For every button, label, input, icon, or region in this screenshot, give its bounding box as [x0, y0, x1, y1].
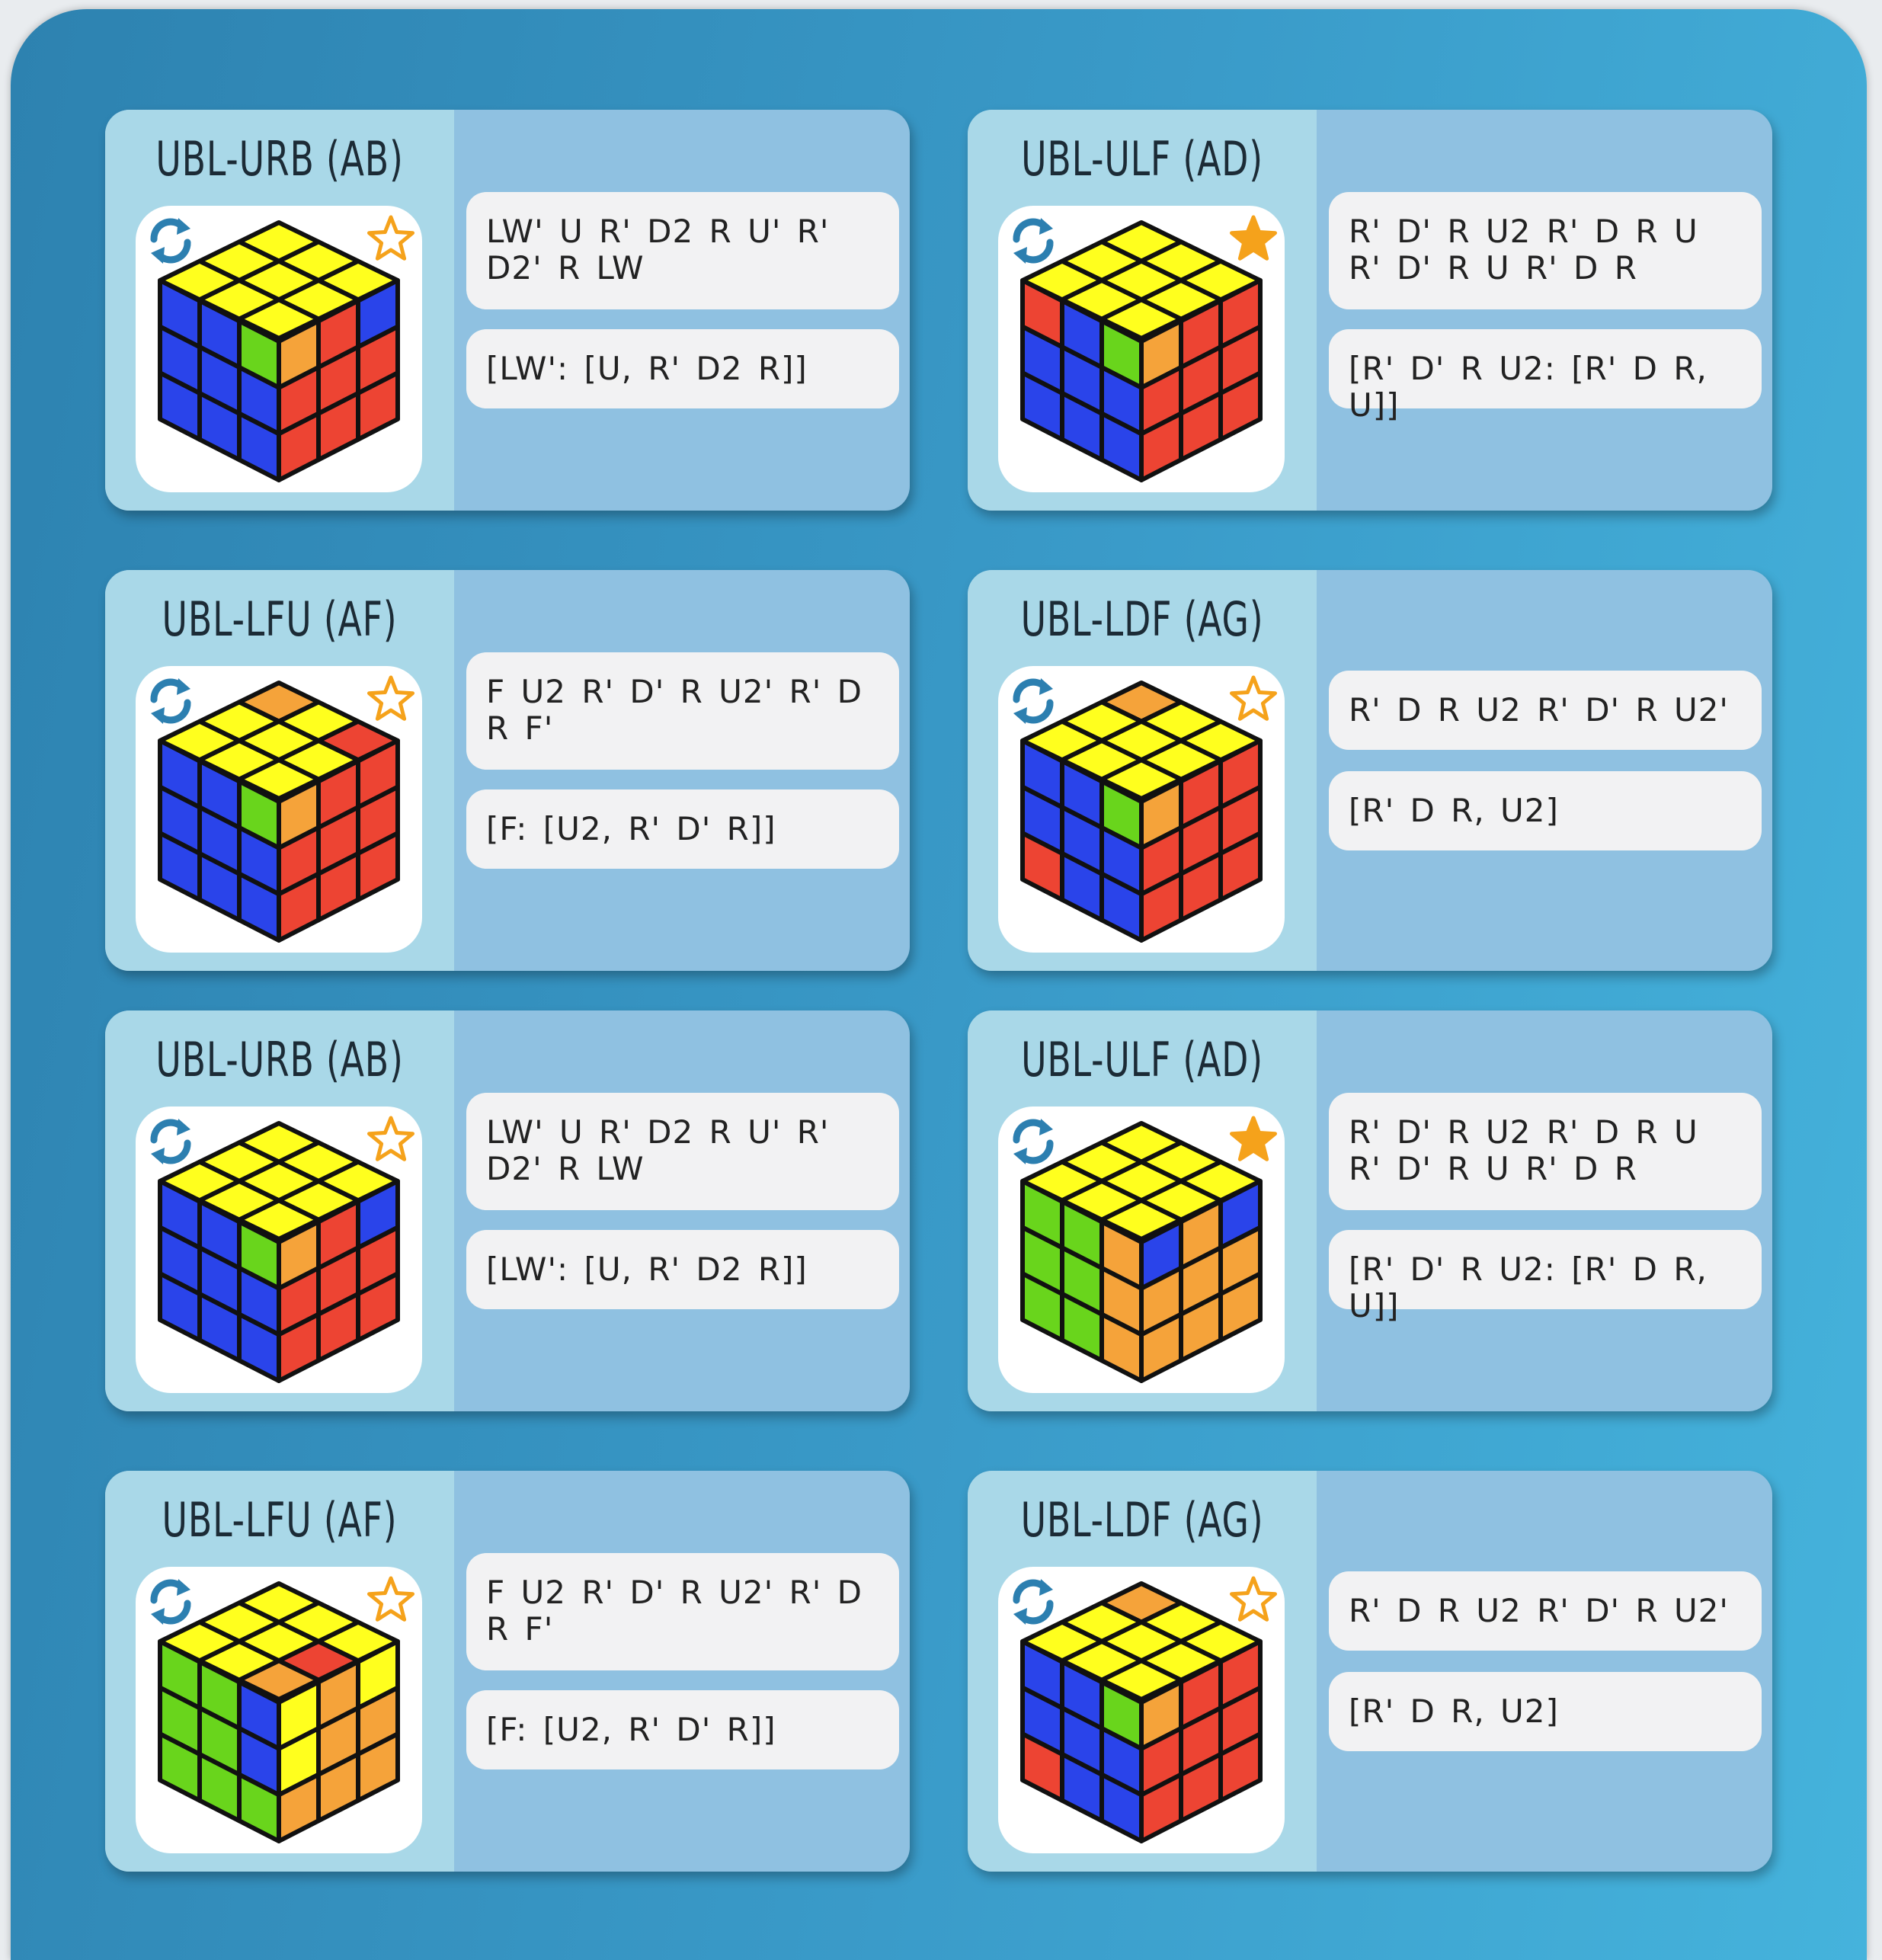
cube-diagram [1020, 220, 1263, 482]
refresh-icon[interactable] [143, 213, 198, 268]
right-sticker [356, 831, 400, 902]
alg-card: UBL-ULF (AD) R' D' R U2 R' D R U R' D' R… [968, 1010, 1772, 1411]
favorite-star-icon[interactable] [1227, 672, 1280, 725]
alg-card: UBL-LFU (AF) F U2 R' D' R U2' R' D R F' … [105, 1471, 910, 1872]
case-title: UBL-LFU (AF) [162, 1492, 398, 1548]
right-sticker [1218, 1731, 1263, 1803]
case-title: UBL-LDF (AG) [1020, 1492, 1264, 1548]
card-left-pane: UBL-LFU (AF) [105, 1471, 454, 1872]
right-sticker [356, 1271, 400, 1343]
refresh-icon[interactable] [1006, 213, 1061, 268]
case-title: UBL-ULF (AD) [1021, 131, 1263, 187]
cube-diagram [158, 681, 400, 943]
main-panel: UBL-URB (AB) LW' U R' D2 R U' R' D2' R L… [11, 9, 1867, 1960]
algorithm-box[interactable]: R' D R U2 R' D' R U2' [1329, 1571, 1762, 1651]
case-title: UBL-ULF (AD) [1021, 1032, 1263, 1087]
case-title: UBL-URB (AB) [155, 131, 404, 187]
cube-preview [136, 1107, 422, 1393]
favorite-star-icon[interactable] [1227, 212, 1280, 265]
favorite-star-icon[interactable] [1227, 1113, 1280, 1166]
card-left-pane: UBL-ULF (AD) [968, 110, 1317, 511]
card-left-pane: UBL-LDF (AG) [968, 570, 1317, 971]
alg-card: UBL-LFU (AF) F U2 R' D' R U2' R' D R F' … [105, 570, 910, 971]
refresh-icon[interactable] [143, 674, 198, 729]
cube-preview [136, 206, 422, 492]
commutator-box[interactable]: [R' D R, U2] [1329, 771, 1762, 850]
alg-card: UBL-LDF (AG) R' D R U2 R' D' R U2' [R' D… [968, 570, 1772, 971]
favorite-star-icon[interactable] [1227, 1573, 1280, 1626]
alg-card: UBL-ULF (AD) R' D' R U2 R' D R U R' D' R… [968, 110, 1772, 511]
algorithm-box[interactable]: F U2 R' D' R U2' R' D R F' [466, 652, 899, 770]
right-sticker [1218, 370, 1263, 442]
cube-diagram [158, 1581, 400, 1843]
cube-diagram [158, 220, 400, 482]
algorithm-box[interactable]: R' D' R U2 R' D R U R' D' R U R' D R [1329, 192, 1762, 309]
favorite-star-icon[interactable] [364, 212, 418, 265]
algorithm-box[interactable]: LW' U R' D2 R U' R' D2' R LW [466, 192, 899, 309]
right-sticker [1218, 831, 1263, 902]
card-left-pane: UBL-LDF (AG) [968, 1471, 1317, 1872]
right-sticker [356, 370, 400, 442]
cube-diagram [1020, 1121, 1263, 1383]
case-title: UBL-LDF (AG) [1020, 591, 1264, 647]
case-title: UBL-URB (AB) [155, 1032, 404, 1087]
commutator-box[interactable]: [R' D R, U2] [1329, 1672, 1762, 1751]
algorithm-box[interactable]: R' D' R U2 R' D R U R' D' R U R' D R [1329, 1093, 1762, 1210]
commutator-box[interactable]: [LW': [U, R' D2 R]] [466, 1230, 899, 1309]
refresh-icon[interactable] [143, 1114, 198, 1169]
right-sticker [1218, 1271, 1263, 1343]
algorithm-box[interactable]: LW' U R' D2 R U' R' D2' R LW [466, 1093, 899, 1210]
commutator-box[interactable]: [R' D' R U2: [R' D R, U]] [1329, 329, 1762, 424]
refresh-icon[interactable] [1006, 674, 1061, 729]
alg-card: UBL-URB (AB) LW' U R' D2 R U' R' D2' R L… [105, 1010, 910, 1411]
favorite-star-icon[interactable] [364, 1113, 418, 1166]
right-sticker [356, 1731, 400, 1803]
alg-card: UBL-LDF (AG) R' D R U2 R' D' R U2' [R' D… [968, 1471, 1772, 1872]
cube-preview [998, 1567, 1285, 1853]
refresh-icon[interactable] [1006, 1574, 1061, 1629]
alg-card: UBL-URB (AB) LW' U R' D2 R U' R' D2' R L… [105, 110, 910, 511]
cube-preview [998, 666, 1285, 953]
cube-diagram [158, 1121, 400, 1383]
card-left-pane: UBL-URB (AB) [105, 1010, 454, 1411]
favorite-star-icon[interactable] [364, 672, 418, 725]
algorithm-box[interactable]: F U2 R' D' R U2' R' D R F' [466, 1553, 899, 1670]
commutator-box[interactable]: [F: [U2, R' D' R]] [466, 1690, 899, 1769]
cube-diagram [1020, 1581, 1263, 1843]
refresh-icon[interactable] [143, 1574, 198, 1629]
case-title: UBL-LFU (AF) [162, 591, 398, 647]
card-left-pane: UBL-URB (AB) [105, 110, 454, 511]
favorite-star-icon[interactable] [364, 1573, 418, 1626]
card-left-pane: UBL-LFU (AF) [105, 570, 454, 971]
cube-preview [136, 666, 422, 953]
card-left-pane: UBL-ULF (AD) [968, 1010, 1317, 1411]
commutator-box[interactable]: [F: [U2, R' D' R]] [466, 789, 899, 869]
algorithm-box[interactable]: R' D R U2 R' D' R U2' [1329, 671, 1762, 750]
cube-diagram [1020, 681, 1263, 943]
refresh-icon[interactable] [1006, 1114, 1061, 1169]
cube-preview [998, 206, 1285, 492]
commutator-box[interactable]: [LW': [U, R' D2 R]] [466, 329, 899, 408]
commutator-box[interactable]: [R' D' R U2: [R' D R, U]] [1329, 1230, 1762, 1324]
cube-preview [998, 1107, 1285, 1393]
cube-preview [136, 1567, 422, 1853]
